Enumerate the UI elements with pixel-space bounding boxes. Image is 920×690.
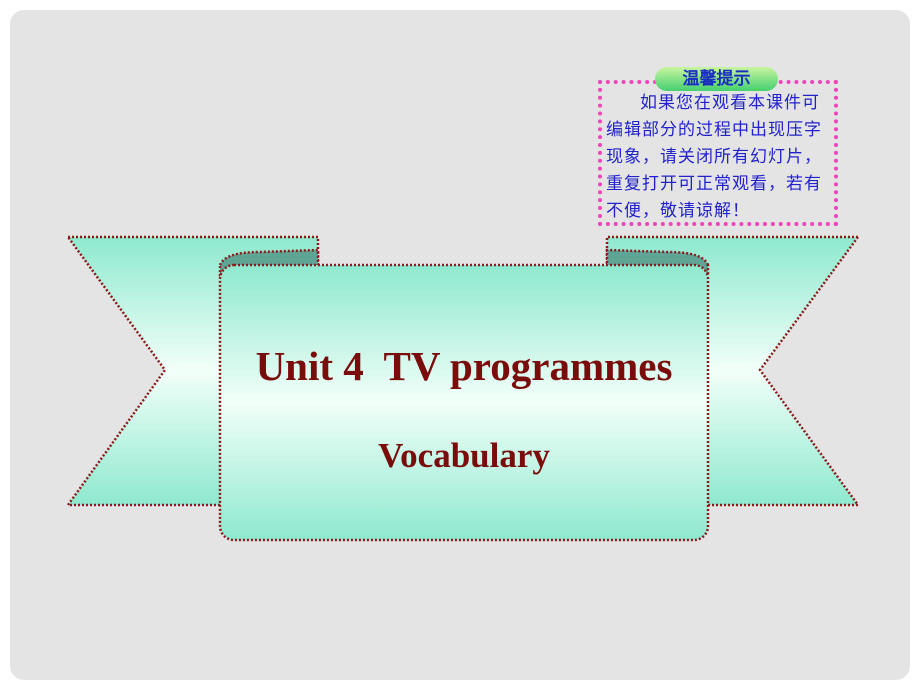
ribbon-center-panel: [218, 263, 710, 542]
tip-header: 温馨提示: [655, 67, 778, 91]
tip-text: 如果您在观看本课件可编辑部分的过程中出现压字现象，请关闭所有幻灯片，重复打开可正…: [606, 93, 822, 221]
slide-title: Unit 4 TV programmes: [255, 343, 673, 389]
slide-subtitle: Vocabulary: [378, 436, 550, 475]
